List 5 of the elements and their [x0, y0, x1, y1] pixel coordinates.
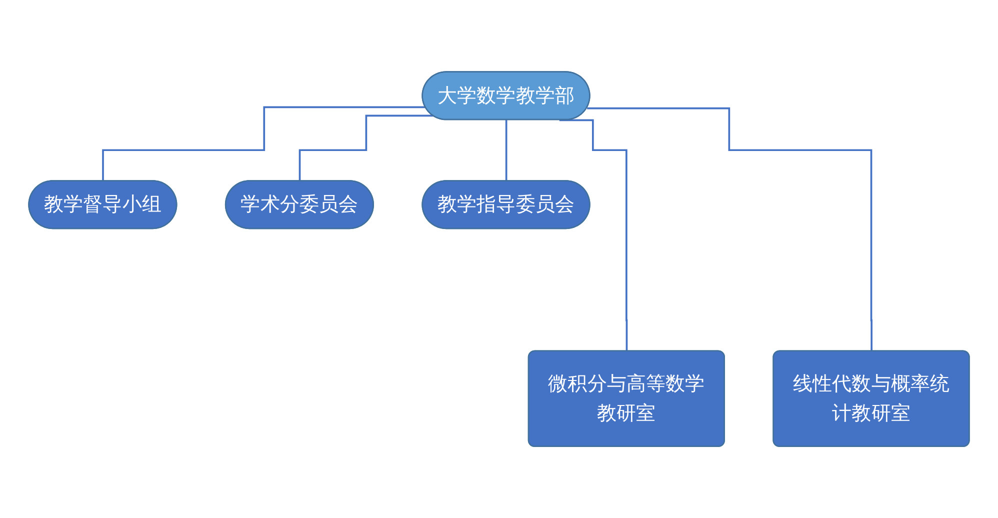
connector [298, 114, 433, 182]
connector [102, 106, 426, 182]
connector [505, 119, 508, 182]
connector [587, 107, 873, 352]
connector [559, 119, 628, 352]
